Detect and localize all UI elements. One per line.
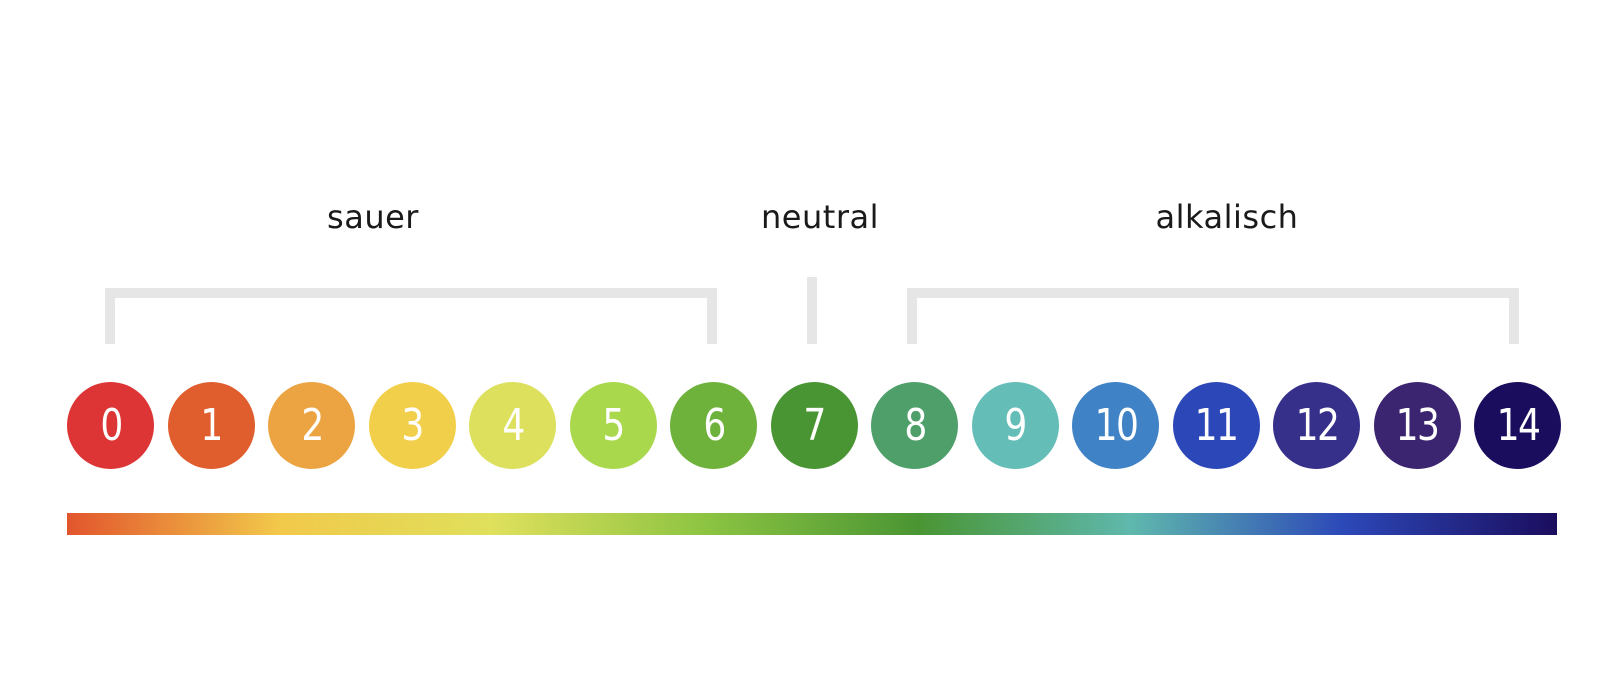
ph-circle-2: 2 [268,382,355,469]
ph-value-label: 7 [803,400,826,451]
ph-circle-0: 0 [67,382,154,469]
ph-value-label: 8 [903,400,927,451]
ph-value-label: 13 [1395,400,1440,451]
ph-circle-10: 10 [1072,382,1159,469]
ph-value-label: 12 [1295,400,1339,451]
ph-circle-4: 4 [469,382,556,469]
ph-value-label: 11 [1194,400,1239,451]
ph-value-label: 1 [200,400,223,451]
ph-circle-12: 12 [1273,382,1360,469]
ph-circle-3: 3 [368,382,456,469]
ph-circle-11: 11 [1172,382,1260,469]
ph-circle-5: 5 [569,382,657,469]
acid-bracket [105,288,717,344]
ph-value-label: 3 [401,400,424,451]
ph-gradient-bar [67,513,1557,535]
acid-label: sauer [327,198,419,236]
ph-circle-9: 9 [971,382,1059,469]
ph-value-label: 14 [1496,400,1540,451]
alkaline-bracket [907,288,1519,344]
ph-circle-14: 14 [1474,382,1561,469]
ph-value-label: 4 [501,400,525,451]
alkaline-label: alkalisch [1155,198,1299,236]
ph-circle-1: 1 [167,382,255,469]
ph-value-label: 9 [1004,400,1027,451]
neutral-label: neutral [761,198,879,236]
ph-value-label: 0 [99,400,123,451]
ph-circle-8: 8 [871,382,958,469]
ph-circle-13: 13 [1373,382,1461,469]
ph-value-label: 5 [602,400,625,451]
ph-value-label: 6 [702,400,726,451]
ph-circle-7: 7 [770,382,858,469]
ph-value-label: 10 [1094,400,1138,451]
ph-value-label: 2 [300,400,324,451]
ph-circle-6: 6 [670,382,757,469]
neutral-marker [807,277,817,344]
